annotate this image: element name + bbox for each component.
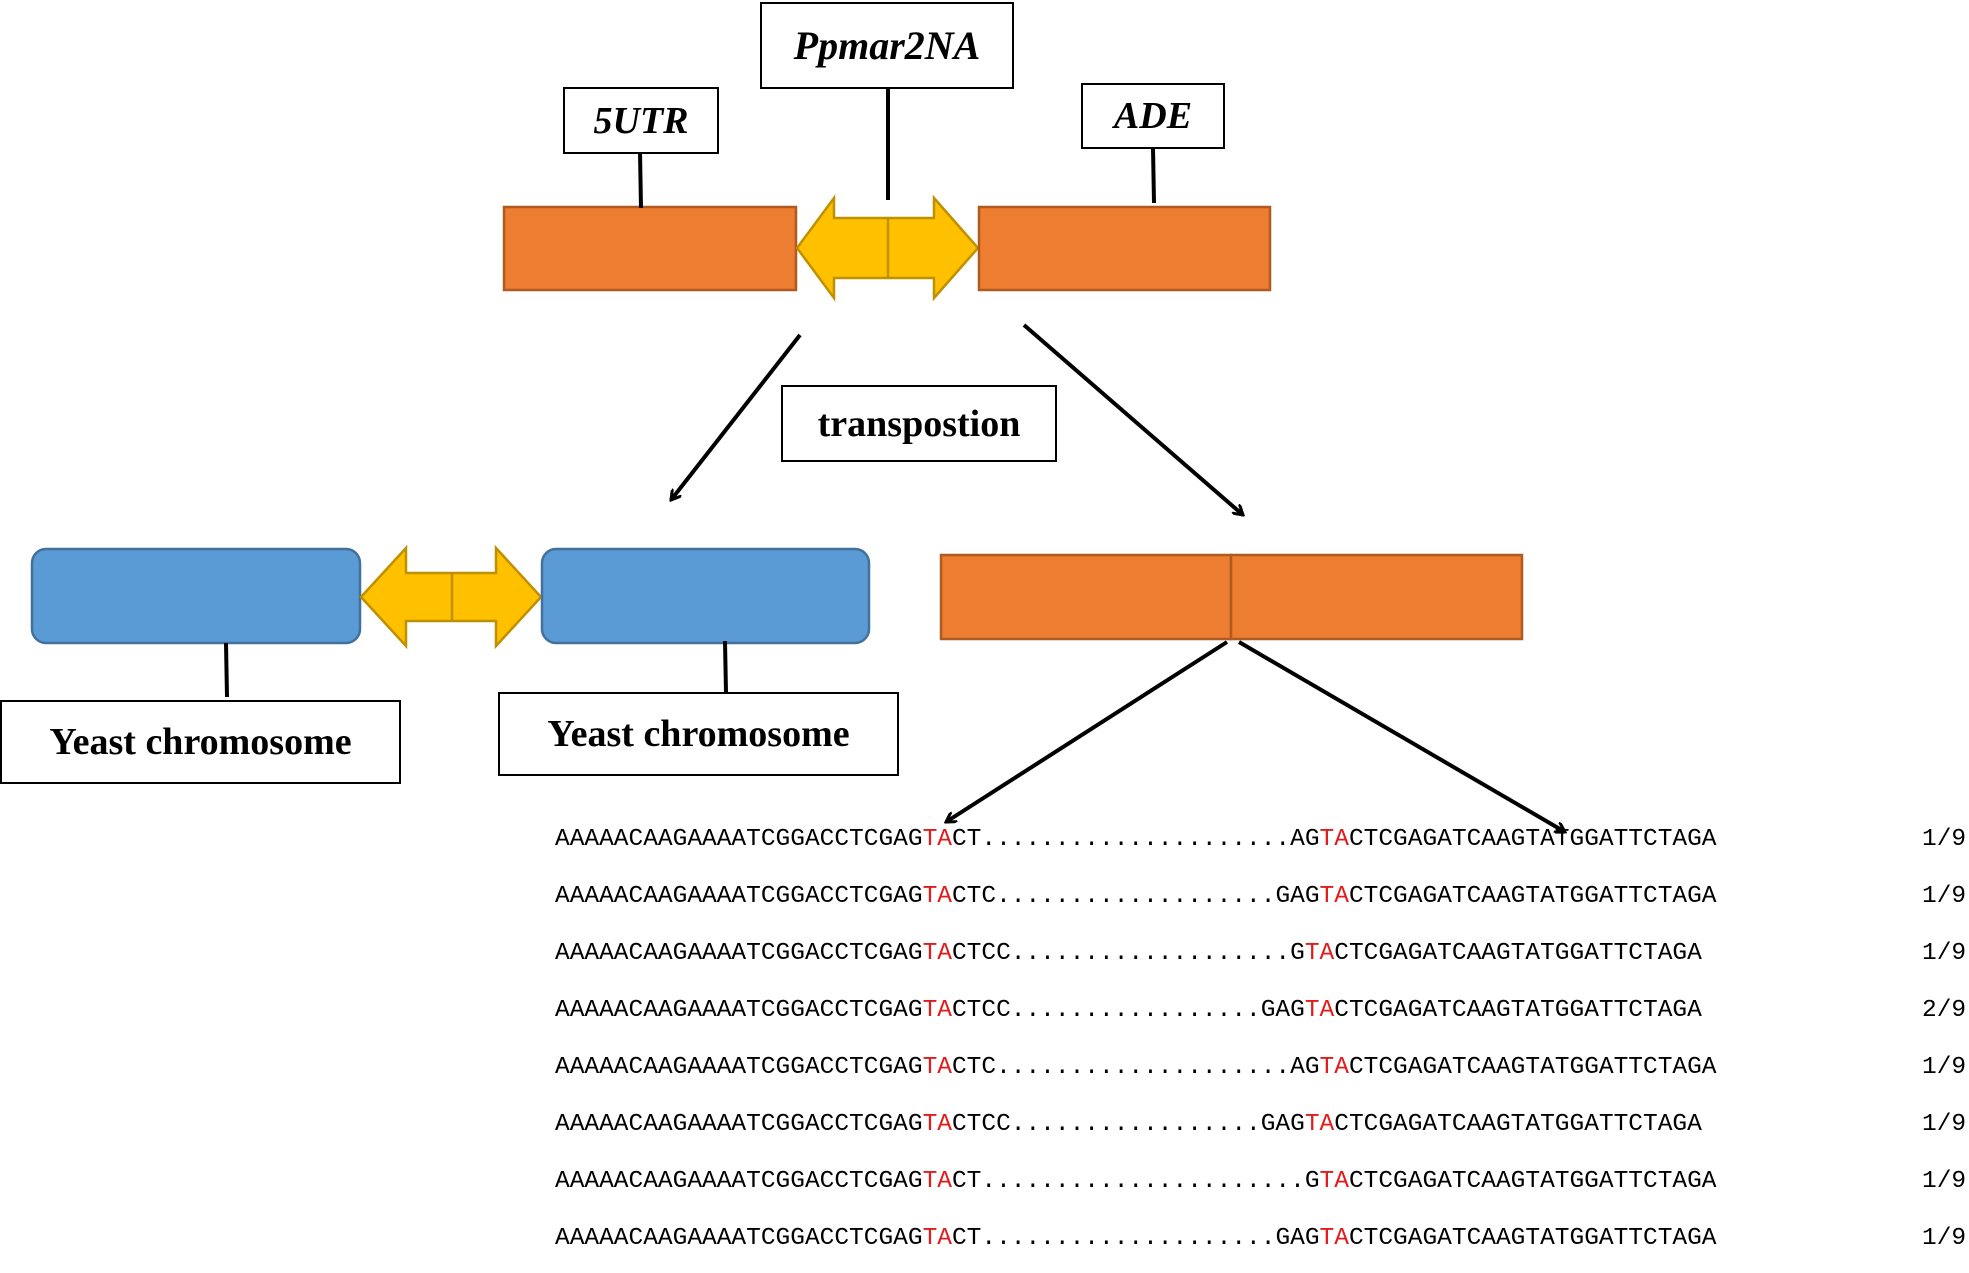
sequence-left-flank: AAAAACAAGAAAATCGGACCTCGAG xyxy=(555,1168,923,1195)
frequency-ratio: 1/9 xyxy=(1922,1054,1967,1081)
sequence-left-tail: CTCC xyxy=(951,940,1011,967)
arrow-to-chromosome xyxy=(671,333,802,500)
label-transposition: transpostion xyxy=(781,385,1057,462)
connector-chromosome-right xyxy=(723,640,728,694)
sequence-right-flank: CTCGAGATCAAGTATGGATTCTAGA xyxy=(1348,1168,1717,1195)
sequence-row: AAAAACAAGAAAATCGGACCTCGAGTACTC..........… xyxy=(555,877,1969,917)
sequence-right-flank: CTCGAGATCAAGTATGGATTCTAGA xyxy=(1348,1054,1717,1081)
excised-gap: ................... xyxy=(996,883,1276,910)
chromosome-block-right xyxy=(540,547,871,645)
sequence-left-flank: AAAAACAAGAAAATCGGACCTCGAG xyxy=(555,1111,923,1138)
sequence-row: AAAAACAAGAAAATCGGACCTCGAGTACT...........… xyxy=(555,1219,1969,1259)
target-site-left: TA xyxy=(922,1225,952,1252)
label-transposon: Ppmar2NA xyxy=(760,2,1014,89)
sequence-left-flank: AAAAACAAGAAAATCGGACCTCGAG xyxy=(555,1225,923,1252)
sequence-row: AAAAACAAGAAAATCGGACCTCGAGTACTCC.........… xyxy=(555,1105,1969,1145)
target-site-right: TA xyxy=(1304,940,1335,967)
target-site-left: TA xyxy=(922,1111,952,1138)
frequency-ratio: 2/9 xyxy=(1922,997,1967,1024)
sequence-right-flank: CTCGAGATCAAGTATGGATTCTAGA xyxy=(1348,1225,1717,1252)
target-site-left: TA xyxy=(922,940,952,967)
label-yeast-chromosome-right: Yeast chromosome xyxy=(498,692,899,776)
frequency-ratio: 1/9 xyxy=(1922,883,1967,910)
sequence-right-head: GAG xyxy=(1260,997,1305,1024)
excised-gap: .................... xyxy=(981,1225,1276,1252)
sequence-right-flank: CTCGAGATCAAGTATGGATTCTAGA xyxy=(1334,997,1702,1024)
sequence-left-flank: AAAAACAAGAAAATCGGACCTCGAG xyxy=(555,1054,923,1081)
frequency-ratio: 1/9 xyxy=(1922,826,1967,853)
sequence-row: AAAAACAAGAAAATCGGACCTCGAGTACT...........… xyxy=(555,1162,1969,1202)
label-yeast-chromosome-left: Yeast chromosome xyxy=(0,700,401,784)
sequence-left-tail: CTCC xyxy=(951,1111,1011,1138)
gene-block-ade xyxy=(977,205,1272,292)
sequence-left-flank: AAAAACAAGAAAATCGGACCTCGAG xyxy=(555,826,923,853)
gene-block-excised-right xyxy=(1229,553,1524,641)
sequence-right-flank: CTCGAGATCAAGTATGGATTCTAGA xyxy=(1334,1111,1702,1138)
target-site-left: TA xyxy=(922,883,952,910)
sequence-row: AAAAACAAGAAAATCGGACCTCGAGTACTC..........… xyxy=(555,1048,1969,1088)
target-site-right: TA xyxy=(1304,997,1335,1024)
frequency-ratio: 1/9 xyxy=(1922,1111,1967,1138)
excised-gap: ................... xyxy=(1010,940,1291,967)
connector-chromosome-left xyxy=(224,642,229,698)
excised-gap: ................. xyxy=(1010,1111,1261,1138)
gene-block-excised-left xyxy=(939,553,1233,641)
arrow-to-sequences-right xyxy=(1237,640,1565,834)
arrow-to-sequences-left xyxy=(946,640,1229,824)
target-site-right: TA xyxy=(1319,1225,1349,1252)
target-site-right: TA xyxy=(1319,1054,1349,1081)
excised-gap: .................... xyxy=(996,1054,1291,1081)
gene-block-5utr xyxy=(502,205,798,292)
sequence-right-head: G xyxy=(1304,1168,1320,1195)
arrow-to-excision xyxy=(1022,323,1243,515)
sequence-row: AAAAACAAGAAAATCGGACCTCGAGTACTCC.........… xyxy=(555,991,1969,1031)
target-site-left: TA xyxy=(922,1168,952,1195)
target-site-left: TA xyxy=(922,826,952,853)
target-site-left: TA xyxy=(922,997,952,1024)
target-site-right: TA xyxy=(1304,1111,1335,1138)
sequence-left-tail: CTC xyxy=(951,1054,997,1081)
sequence-left-flank: AAAAACAAGAAAATCGGACCTCGAG xyxy=(555,940,923,967)
sequence-right-head: AG xyxy=(1290,826,1320,853)
sequence-left-tail: CTC xyxy=(951,883,997,910)
sequence-left-flank: AAAAACAAGAAAATCGGACCTCGAG xyxy=(555,883,923,910)
sequence-right-head: G xyxy=(1290,940,1305,967)
connector-5utr xyxy=(638,151,643,209)
label-5utr: 5UTR xyxy=(563,87,719,154)
sequence-left-tail: CT xyxy=(951,1225,982,1252)
sequence-right-head: AG xyxy=(1290,1054,1320,1081)
sequence-right-flank: CTCGAGATCAAGTATGGATTCTAGA xyxy=(1348,826,1717,853)
excised-gap: ..................... xyxy=(981,826,1291,853)
sequence-right-flank: CTCGAGATCAAGTATGGATTCTAGA xyxy=(1334,940,1702,967)
sequence-right-head: GAG xyxy=(1275,1225,1320,1252)
chromosome-block-left xyxy=(30,547,362,645)
label-ade: ADE xyxy=(1081,83,1225,149)
frequency-ratio: 1/9 xyxy=(1922,1225,1967,1252)
target-site-right: TA xyxy=(1319,1168,1349,1195)
sequence-left-tail: CT xyxy=(951,1168,982,1195)
sequence-right-flank: CTCGAGATCAAGTATGGATTCTAGA xyxy=(1348,883,1717,910)
excised-gap: ................. xyxy=(1010,997,1261,1024)
connector-ade xyxy=(1151,147,1156,204)
sequence-left-flank: AAAAACAAGAAAATCGGACCTCGAG xyxy=(555,997,923,1024)
sequence-row: AAAAACAAGAAAATCGGACCTCGAGTACT...........… xyxy=(555,820,1969,860)
sequence-right-head: GAG xyxy=(1260,1111,1305,1138)
sequence-left-tail: CT xyxy=(951,826,982,853)
target-site-right: TA xyxy=(1319,883,1349,910)
excised-gap: ...................... xyxy=(981,1168,1305,1195)
frequency-ratio: 1/9 xyxy=(1922,1168,1967,1195)
sequence-right-head: GAG xyxy=(1275,883,1320,910)
target-site-left: TA xyxy=(922,1054,952,1081)
frequency-ratio: 1/9 xyxy=(1922,940,1967,967)
sequence-left-tail: CTCC xyxy=(951,997,1011,1024)
target-site-right: TA xyxy=(1319,826,1349,853)
sequence-row: AAAAACAAGAAAATCGGACCTCGAGTACTCC.........… xyxy=(555,934,1969,974)
